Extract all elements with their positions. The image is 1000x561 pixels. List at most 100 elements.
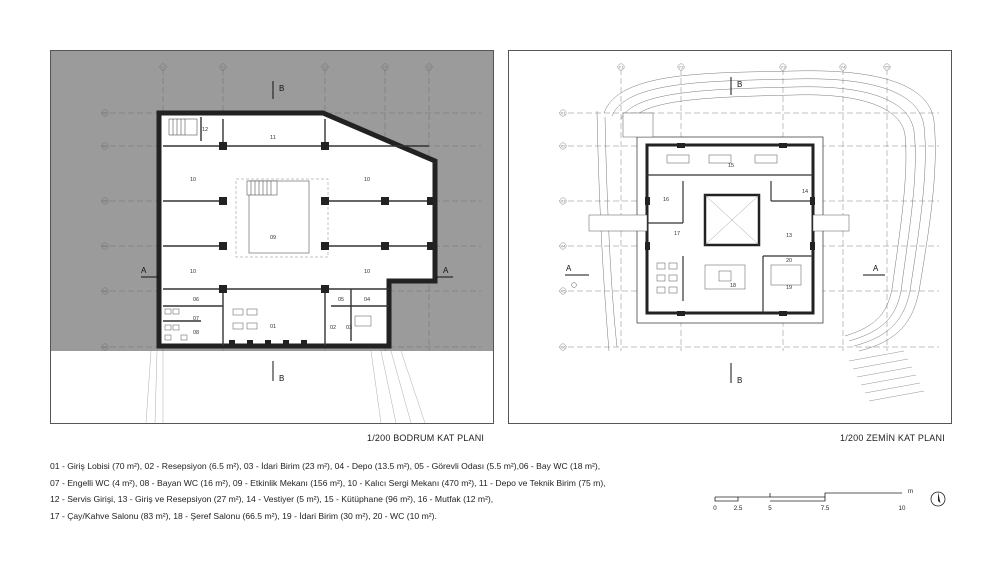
room-label-13: 13 [786, 233, 792, 239]
grid-label-x2: X2 [103, 143, 109, 148]
room-label-08: 08 [193, 330, 199, 336]
room-label-02: 02 [330, 325, 336, 331]
room-label-07: 07 [193, 316, 199, 322]
basement-floor-plan: Y1 Y2 Y3 Y4 Y5 X1 X2 X3 X4 X5 X6 [50, 50, 494, 424]
grid-label-y4: Y4 [383, 64, 389, 69]
grid-label-y1: Y1 [161, 64, 167, 69]
landscape-contours [596, 70, 936, 352]
basement-ground-hatch [145, 350, 426, 423]
basement-room-labels: 01 02 03 04 05 06 07 08 09 10 10 10 10 1… [190, 127, 370, 336]
room-legend: 01 - Giriş Lobisi (70 m²), 02 - Resepsiy… [50, 458, 730, 524]
entry-bridges [588, 112, 850, 232]
legend-line: 01 - Giriş Lobisi (70 m²), 02 - Resepsiy… [50, 461, 601, 471]
event-space-stage [248, 180, 310, 254]
grid-label-y5: Y5 [427, 64, 433, 69]
ground-plan-title: 1/200 ZEMİN KAT PLANI [840, 433, 945, 443]
room-label-14: 14 [802, 189, 808, 195]
legend-line: 07 - Engelli WC (4 m²), 08 - Bayan WC (1… [50, 477, 606, 488]
section-mark-a-left: A [566, 264, 572, 273]
room-label-10-ne: 10 [364, 177, 370, 183]
basement-wc-fixtures [164, 308, 188, 341]
room-label-15: 15 [728, 163, 734, 169]
scale-label-5: 5 [768, 505, 772, 512]
ground-inner-walls [647, 174, 813, 313]
grid-label-x4: X4 [103, 243, 109, 248]
ground-floor-plan: Y1 Y2 Y3 Y4 Y5 X1 X2 X3 X4 X5 X6 [508, 50, 952, 424]
room-label-10-sw: 10 [190, 269, 196, 275]
grid-label-y5: Y5 [885, 64, 891, 69]
grid-label-x3: X3 [103, 198, 109, 203]
scale-bar: 0 2.5 5 7.5 10 m [700, 488, 950, 528]
room-label-18: 18 [730, 283, 736, 289]
room-label-10-se: 10 [364, 269, 370, 275]
grid-label-y2: Y2 [679, 64, 685, 69]
room-label-17: 17 [674, 231, 680, 237]
legend-line: 17 - Çay/Kahve Salonu (83 m²), 18 - Şere… [50, 510, 437, 521]
basement-inner-walls [163, 117, 429, 346]
room-label-05: 05 [338, 297, 344, 303]
scale-label-7-5: 7.5 [821, 505, 830, 512]
room-label-01: 01 [270, 324, 276, 330]
section-mark-b-top: B [279, 84, 284, 93]
scale-bar-segments [714, 492, 902, 502]
basement-grid-labels: Y1 Y2 Y3 Y4 Y5 X1 X2 X3 X4 X5 X6 [103, 64, 433, 349]
ground-room-labels: 13 14 15 16 17 18 19 20 [663, 163, 808, 291]
grid-label-y4: Y4 [841, 64, 847, 69]
room-label-20: 20 [786, 258, 792, 264]
grid-label-x5: X5 [561, 288, 567, 293]
section-mark-a-right: A [443, 266, 449, 275]
grid-label-x5: X5 [103, 288, 109, 293]
service-stair [168, 118, 198, 136]
basement-plan-drawing: Y1 Y2 Y3 Y4 Y5 X1 X2 X3 X4 X5 X6 [51, 51, 493, 423]
grid-label-y1: Y1 [619, 64, 625, 69]
grid-label-y3: Y3 [323, 64, 329, 69]
room-label-06: 06 [193, 297, 199, 303]
ground-exterior-stair [848, 350, 925, 402]
room-label-11: 11 [270, 135, 276, 141]
room-label-10-nw: 10 [190, 177, 196, 183]
basement-stair [246, 180, 278, 196]
room-label-04: 04 [364, 297, 370, 303]
room-label-16: 16 [663, 197, 669, 203]
grid-label-x1: X1 [103, 110, 109, 115]
ground-grid-labels: Y1 Y2 Y3 Y4 Y5 X1 X2 X3 X4 X5 X6 [561, 64, 891, 349]
ground-columns [645, 143, 815, 316]
room-label-12: 12 [202, 127, 208, 133]
grid-label-x6: X6 [561, 344, 567, 349]
ground-grid-bubbles [559, 63, 891, 351]
section-mark-b-bottom: B [737, 376, 742, 385]
library-tables [666, 154, 778, 164]
grid-label-x6: X6 [103, 344, 109, 349]
section-mark-b-top: B [737, 80, 742, 89]
section-mark-a-right: A [873, 264, 879, 273]
facade-piers [229, 340, 307, 348]
scale-unit: m [908, 488, 913, 495]
basement-grid-bubbles [101, 63, 433, 351]
scale-bar-drawing: 0 2.5 5 7.5 10 m [713, 488, 946, 512]
lounge-furniture [571, 262, 802, 294]
scale-label-0: 0 [713, 505, 717, 512]
grid-label-y2: Y2 [221, 64, 227, 69]
section-mark-a-left: A [141, 266, 147, 275]
grid-label-x3: X3 [561, 198, 567, 203]
grid-label-x1: X1 [561, 110, 567, 115]
scale-label-10: 10 [899, 505, 906, 512]
north-arrow-icon [930, 491, 946, 507]
grid-label-x2: X2 [561, 143, 567, 148]
event-space-outline [235, 178, 329, 258]
basement-section-lines [141, 81, 453, 381]
legend-line: 12 - Servis Girişi, 13 - Giriş ve Reseps… [50, 494, 494, 505]
scale-label-2-5: 2.5 [734, 505, 743, 512]
room-label-09: 09 [270, 235, 276, 241]
basement-plan-title: 1/200 BODRUM KAT PLANI [367, 433, 485, 443]
ground-section-lines [565, 77, 885, 383]
grid-label-x4: X4 [561, 243, 567, 248]
grid-label-y3: Y3 [781, 64, 787, 69]
basement-columns [219, 142, 433, 293]
basement-outer-wall [156, 110, 438, 349]
section-mark-b-bottom: B [279, 374, 284, 383]
room-label-19: 19 [786, 285, 792, 291]
lobby-furniture [232, 308, 372, 330]
room-label-03: 03 [346, 325, 352, 331]
ground-plan-drawing: Y1 Y2 Y3 Y4 Y5 X1 X2 X3 X4 X5 X6 [559, 63, 939, 402]
